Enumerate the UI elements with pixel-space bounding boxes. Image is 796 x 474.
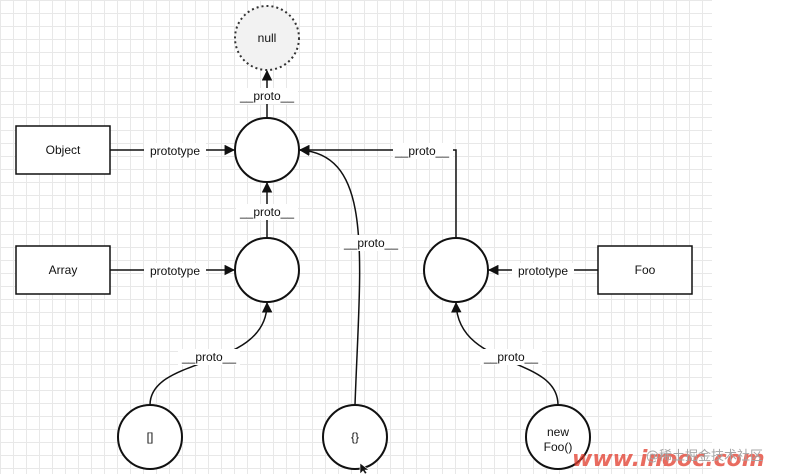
- watermark-text-a: www.im: [572, 447, 670, 472]
- object-label: Object: [46, 143, 81, 157]
- proto-label-foo-prototype-to-object-prototype: __proto__: [394, 144, 449, 158]
- foo-prototype-node: [423, 237, 489, 303]
- proto-edge-foo-prototype-to-object-prototype: [298, 144, 457, 238]
- proto-label-object-prototype-to-null: __proto__: [239, 89, 294, 103]
- label-bg: [144, 143, 206, 159]
- label-bg: [512, 263, 574, 279]
- label-bg: [236, 88, 298, 104]
- label-bg: [178, 349, 240, 365]
- prototype-label-object: prototype: [150, 144, 200, 158]
- prototype-label-array: prototype: [150, 264, 200, 278]
- empty-object-label: {}: [351, 430, 359, 444]
- object-prototype-node: [234, 117, 300, 183]
- array-label: Array: [49, 263, 78, 277]
- label-bg: [236, 204, 298, 220]
- array-prototype-node: [234, 237, 300, 303]
- proto-label-array-prototype-to-object-prototype: __proto__: [239, 205, 294, 219]
- watermark-text-cn: @稀土掘金技术社区: [646, 448, 763, 464]
- label-bg: [340, 235, 402, 251]
- null-label: null: [258, 31, 277, 45]
- label-bg: [144, 263, 206, 279]
- foo-label: Foo: [635, 263, 656, 277]
- proto-edge-empty-object-to-object-prototype: [298, 145, 361, 406]
- watermark-text-b: ooc.com: [662, 447, 765, 472]
- empty-array-label: []: [147, 430, 154, 444]
- new-foo-label-line2: Foo(): [544, 440, 573, 454]
- new-foo-label-line1: new: [547, 425, 569, 439]
- watermark: www.im ooc.com @稀土掘金技术社区: [572, 447, 765, 472]
- label-bg: [393, 143, 453, 159]
- proto-label-new-foo: __proto__: [483, 350, 538, 364]
- proto-label-empty-object: __proto__: [343, 236, 398, 250]
- label-bg: [480, 349, 542, 365]
- object-constructor-box: [15, 125, 111, 175]
- proto-label-empty-array: __proto__: [181, 350, 236, 364]
- foo-constructor-box: [597, 245, 693, 295]
- prototype-label-foo: prototype: [518, 264, 568, 278]
